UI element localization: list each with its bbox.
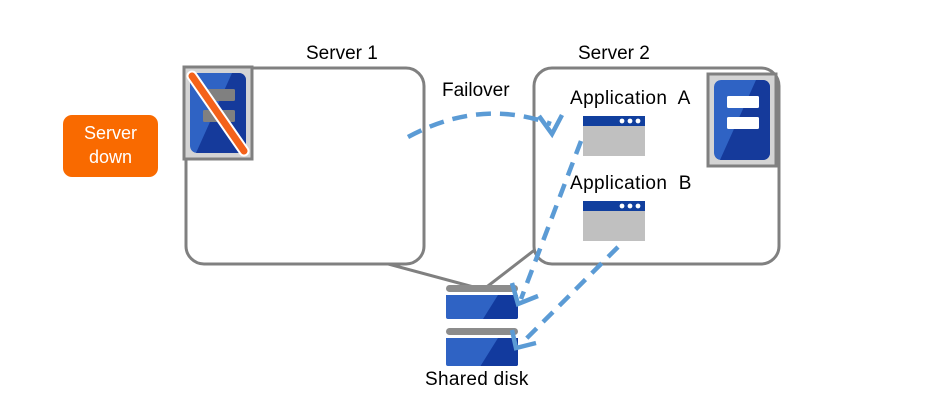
status-badge-server-down: Server down bbox=[63, 115, 158, 177]
status-badge-line1: Server bbox=[83, 123, 137, 144]
failover-arrow bbox=[406, 111, 564, 139]
application-b-window-icon bbox=[583, 201, 645, 241]
application-a-label: Application A bbox=[570, 88, 691, 109]
server2-title: Server 2 bbox=[578, 43, 650, 64]
failover-label: Failover bbox=[442, 80, 510, 101]
shared-disk-label: Shared disk bbox=[425, 369, 529, 390]
application-b-to-disk-arrow bbox=[509, 245, 620, 351]
server1-title: Server 1 bbox=[306, 43, 378, 64]
server2-running-icon bbox=[706, 72, 778, 168]
server1-down-icon bbox=[182, 65, 254, 161]
application-a-window-icon bbox=[583, 116, 645, 156]
status-badge-line2: down bbox=[88, 147, 133, 167]
shared-disk-icon bbox=[446, 285, 518, 366]
application-b-label: Application B bbox=[570, 173, 692, 194]
application-a-to-disk-arrow bbox=[509, 140, 584, 308]
